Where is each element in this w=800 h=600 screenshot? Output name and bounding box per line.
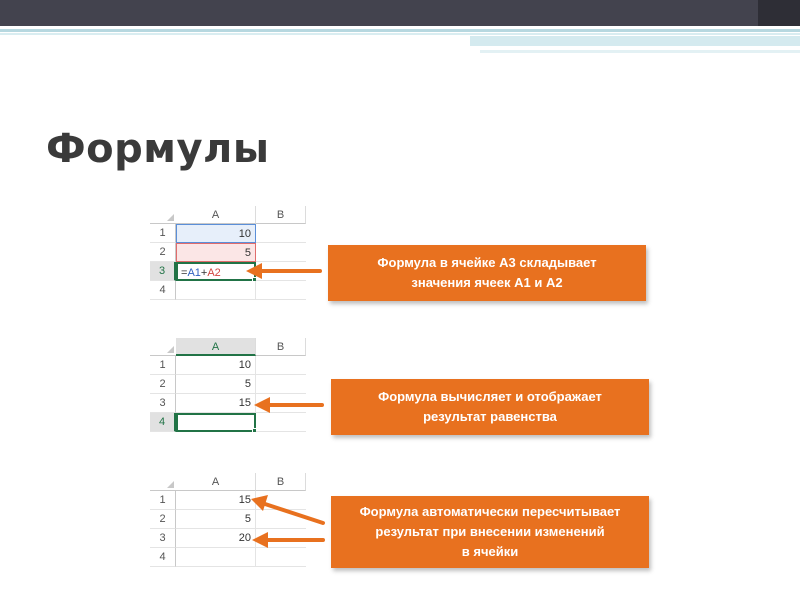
sheet-row: 2 5 <box>150 243 306 262</box>
cell-a1[interactable]: 10 <box>176 224 256 243</box>
formula-equals: = <box>181 267 188 279</box>
select-all-corner[interactable] <box>150 206 176 224</box>
cell-a3-formula[interactable]: =A1+A2 <box>176 262 257 282</box>
cell-a2[interactable]: 5 <box>176 510 256 529</box>
sheet-row: 2 5 <box>150 510 306 529</box>
cell-b3[interactable] <box>256 394 306 413</box>
cell-b1[interactable] <box>256 491 306 510</box>
callout-line: в ячейки <box>461 544 519 559</box>
top-bar <box>0 0 800 26</box>
row-header[interactable]: 2 <box>150 510 176 529</box>
column-header-b[interactable]: B <box>256 338 306 356</box>
decor-line <box>480 50 800 53</box>
column-header-row: A B <box>150 338 306 356</box>
cell-a4-active[interactable] <box>176 413 257 433</box>
sheet-row: 3 15 <box>150 394 306 413</box>
column-header-a[interactable]: A <box>176 473 256 491</box>
spreadsheet-example-3: A B 1 15 2 5 3 20 4 <box>150 473 306 567</box>
column-header-row: A B <box>150 206 306 224</box>
sheet-row: 3 =A1+A2 <box>150 262 306 282</box>
cell-b3[interactable] <box>256 529 306 548</box>
row-header[interactable]: 2 <box>150 375 176 394</box>
row-header[interactable]: 2 <box>150 243 176 262</box>
cell-a2[interactable]: 5 <box>176 375 256 394</box>
callout-example-1: Формула в ячейке А3 складывает значения … <box>328 245 646 301</box>
cell-a3[interactable]: 15 <box>176 394 256 413</box>
sheet-row: 1 15 <box>150 491 306 510</box>
select-all-corner[interactable] <box>150 338 176 356</box>
callout-line: Формула в ячейке А3 складывает <box>377 255 597 270</box>
cell-a2[interactable]: 5 <box>176 243 256 262</box>
cell-a1[interactable]: 10 <box>176 356 256 375</box>
column-header-a[interactable]: A <box>176 206 256 224</box>
top-bar-fold <box>758 0 800 26</box>
callout-line: значения ячеек А1 и А2 <box>411 275 563 290</box>
select-all-corner[interactable] <box>150 473 176 491</box>
row-header[interactable]: 3 <box>150 529 176 548</box>
cell-a4[interactable] <box>176 281 256 300</box>
cell-a1[interactable]: 15 <box>176 491 256 510</box>
callout-example-3: Формула автоматически пересчитывает резу… <box>331 496 649 568</box>
callout-line: Формула вычисляет и отображает <box>378 389 602 404</box>
column-header-b[interactable]: B <box>256 473 306 491</box>
formula-plus: + <box>200 267 208 279</box>
cell-a4[interactable] <box>176 548 256 567</box>
sheet-row: 1 10 <box>150 356 306 375</box>
decor-line <box>470 36 800 46</box>
slide-title: Формулы <box>46 126 270 172</box>
row-header[interactable]: 4 <box>150 281 176 300</box>
callout-example-2: Формула вычисляет и отображает результат… <box>331 379 649 435</box>
row-header[interactable]: 1 <box>150 491 176 510</box>
callout-line: результат при внесении изменений <box>375 524 605 539</box>
row-header[interactable]: 3 <box>150 394 176 413</box>
spreadsheet-example-2: A B 1 10 2 5 3 15 4 <box>150 338 306 433</box>
sheet-row: 4 <box>150 413 306 433</box>
formula-ref-a2: A2 <box>207 267 221 279</box>
column-header-row: A B <box>150 473 306 491</box>
column-header-a[interactable]: A <box>176 338 256 356</box>
fill-handle[interactable] <box>252 428 257 433</box>
row-header[interactable]: 1 <box>150 224 176 243</box>
decor-line <box>0 33 800 35</box>
cell-b2[interactable] <box>256 243 306 262</box>
decor-line <box>470 46 800 48</box>
sheet-row: 3 20 <box>150 529 306 548</box>
cell-b2[interactable] <box>256 375 306 394</box>
spreadsheet-example-1: A B 1 10 2 5 3 =A1+A2 4 <box>150 206 306 300</box>
decor-line <box>0 29 800 32</box>
cell-b4[interactable] <box>256 548 306 567</box>
cell-b4[interactable] <box>256 281 306 300</box>
cell-b1[interactable] <box>256 224 306 243</box>
cell-b3[interactable] <box>256 262 306 281</box>
callout-line: Формула автоматически пересчитывает <box>359 504 621 519</box>
formula-ref-a1: A1 <box>187 267 201 279</box>
column-header-b[interactable]: B <box>256 206 306 224</box>
sheet-row: 2 5 <box>150 375 306 394</box>
row-header[interactable]: 4 <box>150 548 176 567</box>
sheet-row: 4 <box>150 548 306 567</box>
sheet-row: 1 10 <box>150 224 306 243</box>
row-header[interactable]: 4 <box>150 413 176 432</box>
callout-line: результат равенства <box>423 409 557 424</box>
row-header[interactable]: 3 <box>150 262 176 281</box>
row-header[interactable]: 1 <box>150 356 176 375</box>
cell-a3[interactable]: 20 <box>176 529 256 548</box>
sheet-row: 4 <box>150 281 306 300</box>
cell-b2[interactable] <box>256 510 306 529</box>
cell-b4[interactable] <box>256 413 306 432</box>
cell-b1[interactable] <box>256 356 306 375</box>
